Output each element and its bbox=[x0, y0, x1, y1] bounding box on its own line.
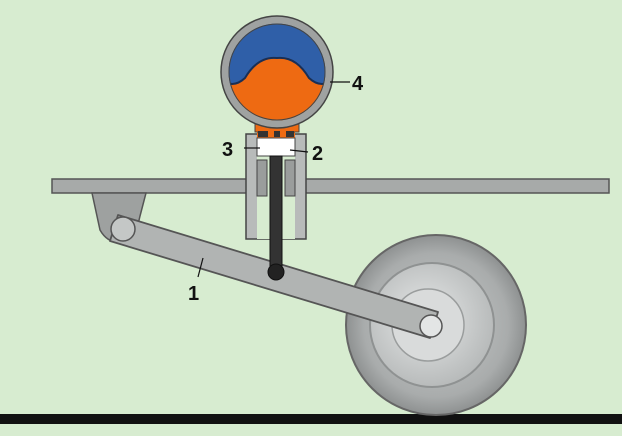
wheel-axle bbox=[419, 314, 443, 338]
leader-line-1 bbox=[197, 257, 204, 278]
leader-line-2 bbox=[289, 149, 309, 153]
label-3: 3 bbox=[222, 139, 233, 161]
damper-valve bbox=[258, 131, 294, 137]
piston bbox=[256, 137, 296, 157]
label-4: 4 bbox=[352, 73, 364, 95]
arm-pivot bbox=[110, 216, 136, 242]
pressure-sphere bbox=[220, 15, 334, 129]
piston-rod bbox=[269, 155, 283, 269]
membrane bbox=[225, 56, 329, 85]
ground-line bbox=[0, 414, 622, 424]
label-2: 2 bbox=[312, 143, 323, 165]
chassis-frame bbox=[51, 178, 610, 194]
rod-joint bbox=[267, 263, 285, 281]
label-1: 1 bbox=[188, 283, 199, 305]
